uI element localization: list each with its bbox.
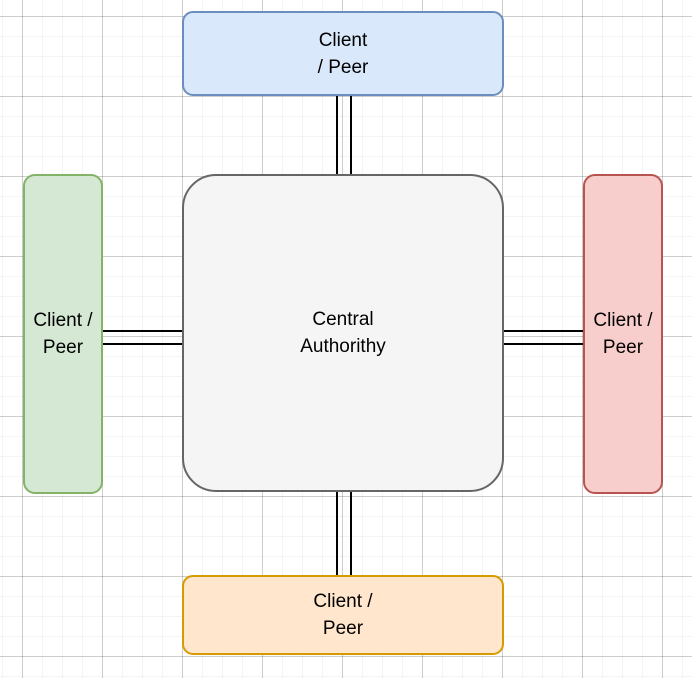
node-client-peer-right[interactable]: Client / Peer xyxy=(583,174,663,494)
node-client-peer-left[interactable]: Client / Peer xyxy=(23,174,103,494)
connector-right-to-center[interactable] xyxy=(502,330,584,345)
connector-left-to-center[interactable] xyxy=(102,330,184,345)
node-central-authority[interactable]: Central Authorithy xyxy=(182,174,504,492)
node-client-peer-bottom[interactable]: Client / Peer xyxy=(182,575,504,655)
connector-bottom-to-center[interactable] xyxy=(336,490,352,576)
connector-top-to-center[interactable] xyxy=(336,94,352,176)
node-client-peer-top[interactable]: Client / Peer xyxy=(182,11,504,96)
